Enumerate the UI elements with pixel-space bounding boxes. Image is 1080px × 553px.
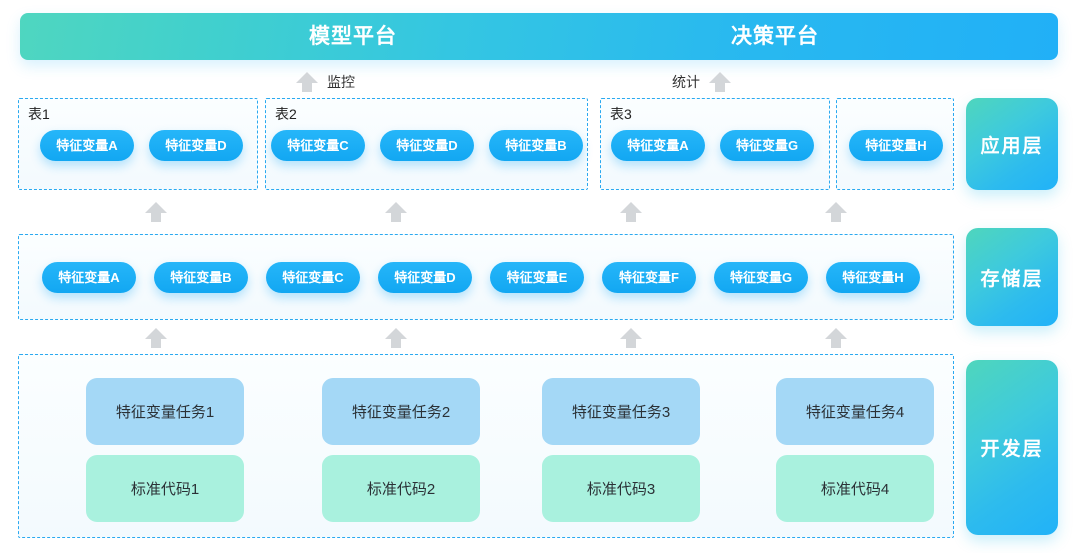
dev-code-card-4[interactable]: 标准代码4 (776, 455, 934, 522)
dev-code-card-1[interactable]: 标准代码1 (86, 455, 244, 522)
flow-label-row: 监控 统计 (0, 68, 1080, 96)
storage-layer-container: 特征变量A 特征变量B 特征变量C 特征变量D 特征变量E 特征变量F 特征变量… (18, 234, 954, 320)
platform-banner: 模型平台 决策平台 (20, 13, 1058, 60)
storage-pill-7[interactable]: 特征变量H (826, 262, 920, 293)
dev-task-card-1[interactable]: 特征变量任务1 (86, 378, 244, 445)
dev-task-card-2[interactable]: 特征变量任务2 (322, 378, 480, 445)
arrow-up-icon (385, 202, 407, 222)
arrow-strip-storage-to-application (0, 198, 1080, 228)
app-pill-standalone-0[interactable]: 特征变量H (849, 130, 943, 161)
arrow-up-icon (385, 328, 407, 348)
app-group-table2-label: 表2 (275, 106, 297, 122)
app-pill-table1-1[interactable]: 特征变量D (149, 130, 243, 161)
flow-monitor: 监控 (296, 68, 355, 96)
app-pill-table2-0[interactable]: 特征变量C (271, 130, 365, 161)
dev-code-card-2[interactable]: 标准代码2 (322, 455, 480, 522)
app-group-table3-label: 表3 (610, 106, 632, 122)
arrow-up-icon (825, 202, 847, 222)
arrow-up-icon (296, 72, 318, 92)
platform-title-model: 模型平台 (309, 25, 397, 48)
storage-pill-4[interactable]: 特征变量E (490, 262, 584, 293)
app-pill-table2-2[interactable]: 特征变量B (489, 130, 583, 161)
flow-statistics-label: 统计 (672, 74, 700, 90)
arrow-up-icon (620, 328, 642, 348)
app-group-table3: 表3 特征变量A 特征变量G (600, 98, 830, 190)
layer-chip-storage: 存储层 (966, 228, 1058, 326)
development-layer-container: 特征变量任务1 标准代码1 特征变量任务2 标准代码2 特征变量任务3 标准代码… (18, 354, 954, 538)
app-pill-table3-0[interactable]: 特征变量A (611, 130, 705, 161)
storage-pill-2[interactable]: 特征变量C (266, 262, 360, 293)
storage-pill-0[interactable]: 特征变量A (42, 262, 136, 293)
storage-pill-6[interactable]: 特征变量G (714, 262, 808, 293)
app-group-table2: 表2 特征变量C 特征变量D 特征变量B (265, 98, 588, 190)
app-group-table1-label: 表1 (28, 106, 50, 122)
arrow-up-icon (825, 328, 847, 348)
flow-statistics: 统计 (672, 68, 731, 96)
storage-pill-1[interactable]: 特征变量B (154, 262, 248, 293)
arrow-up-icon (620, 202, 642, 222)
arrow-up-icon (709, 72, 731, 92)
app-group-table1: 表1 特征变量A 特征变量D (18, 98, 258, 190)
storage-pill-3[interactable]: 特征变量D (378, 262, 472, 293)
storage-pill-5[interactable]: 特征变量F (602, 262, 696, 293)
app-pill-table1-0[interactable]: 特征变量A (40, 130, 134, 161)
layer-chip-application: 应用层 (966, 98, 1058, 190)
platform-title-decision: 决策平台 (731, 25, 819, 48)
dev-task-card-3[interactable]: 特征变量任务3 (542, 378, 700, 445)
app-pill-table2-1[interactable]: 特征变量D (380, 130, 474, 161)
layer-chip-development: 开发层 (966, 360, 1058, 535)
dev-task-card-4[interactable]: 特征变量任务4 (776, 378, 934, 445)
app-pill-table3-1[interactable]: 特征变量G (720, 130, 814, 161)
flow-monitor-label: 监控 (327, 74, 355, 90)
arrow-strip-development-to-storage (0, 324, 1080, 354)
arrow-up-icon (145, 202, 167, 222)
dev-code-card-3[interactable]: 标准代码3 (542, 455, 700, 522)
arrow-up-icon (145, 328, 167, 348)
app-group-standalone: 特征变量H (836, 98, 954, 190)
